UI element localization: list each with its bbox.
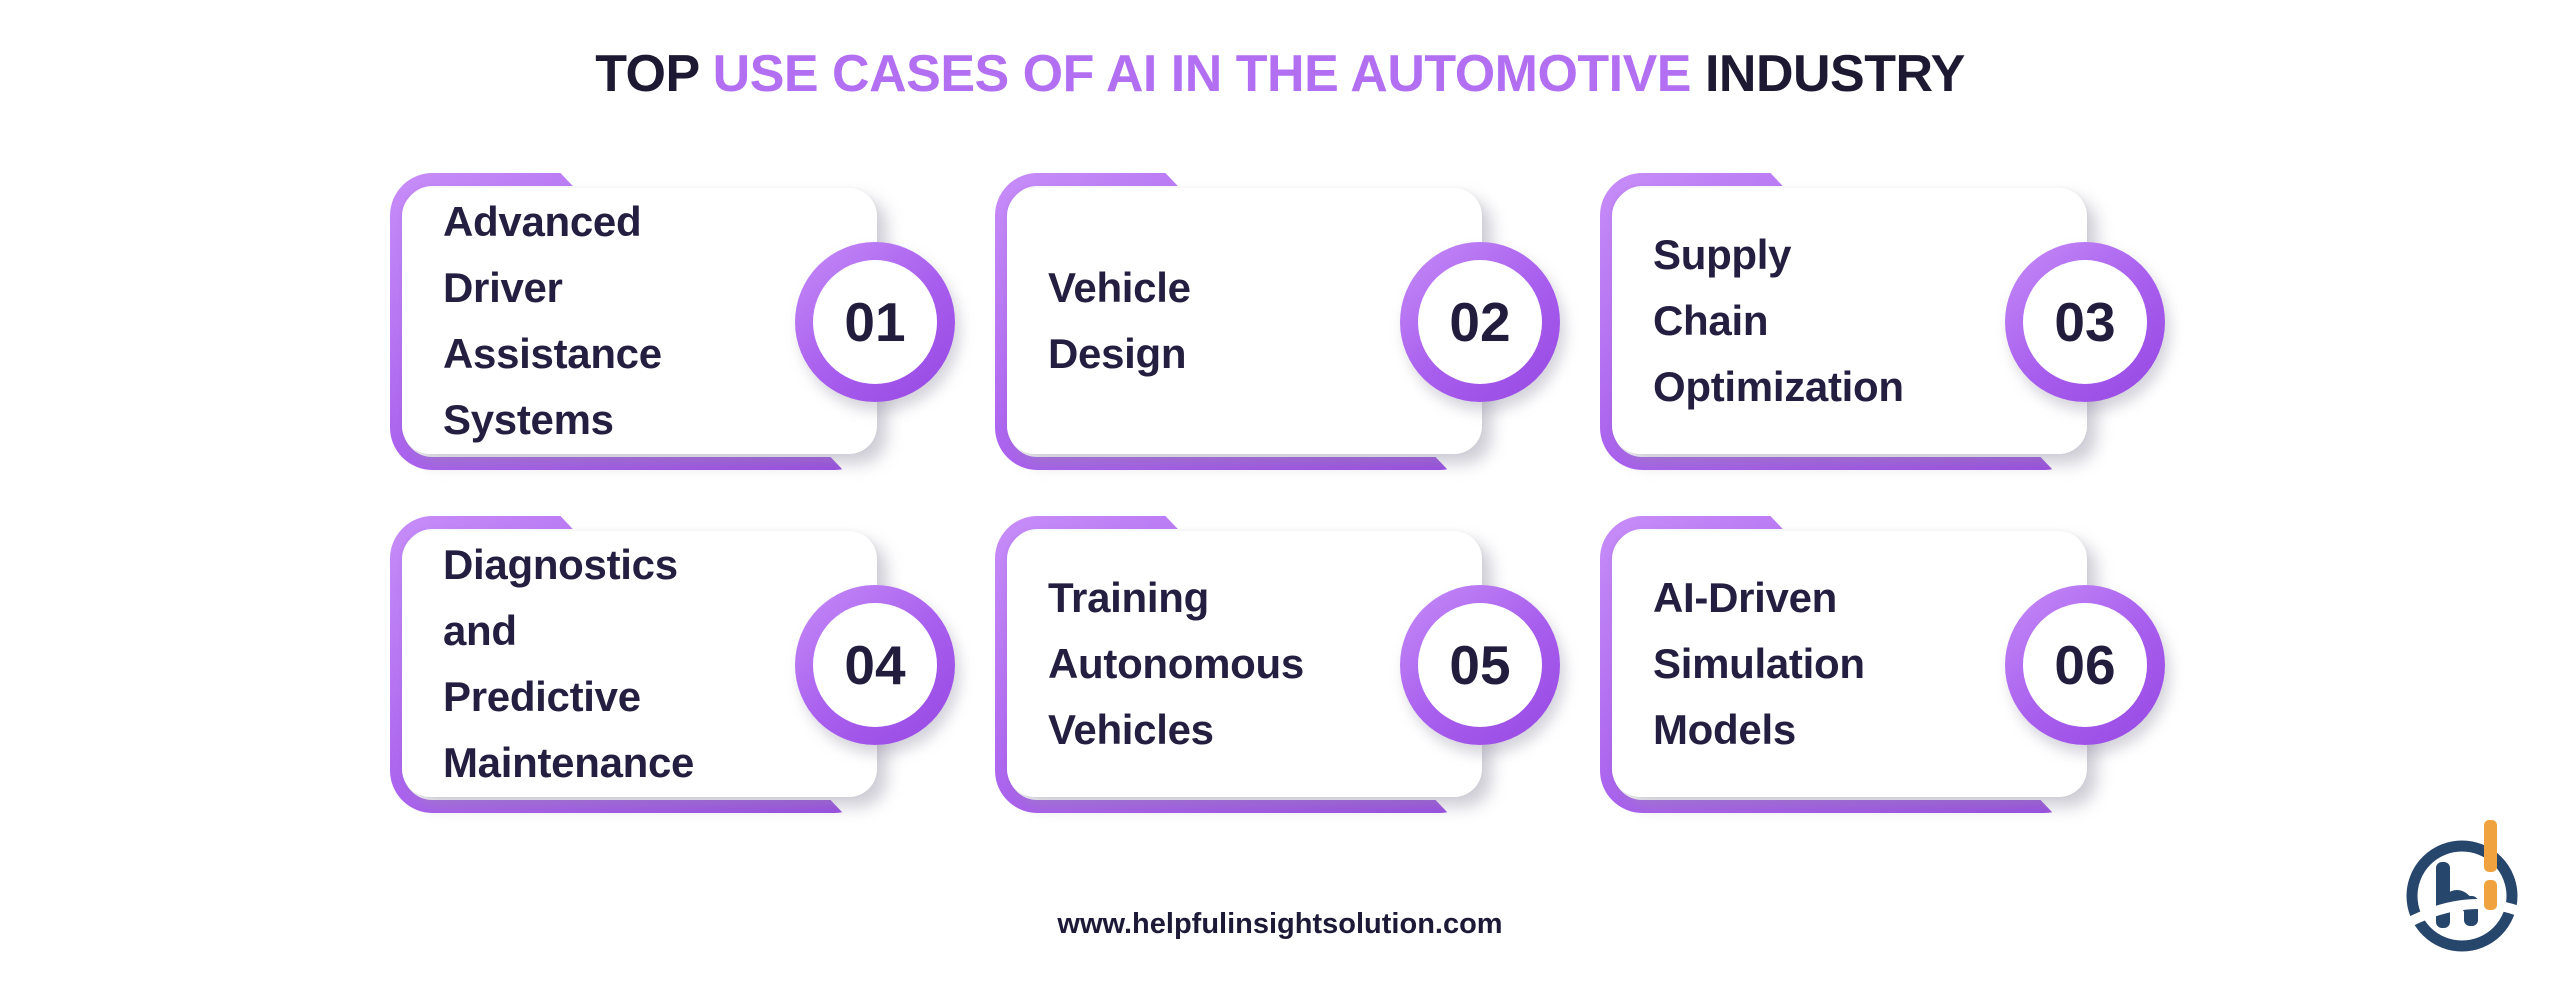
card-body: Advanced Driver Assistance Systems — [402, 188, 877, 454]
use-case-card-6: AI-Driven Simulation Models 06 — [1600, 516, 2165, 813]
card-number: 02 — [1449, 290, 1511, 353]
use-case-card-5: Training Autonomous Vehicles 05 — [995, 516, 1560, 813]
title-highlight: USE CASES OF AI IN THE AUTOMOTIVE — [712, 45, 1692, 103]
helpful-insights-logo — [2400, 820, 2532, 952]
card-body: AI-Driven Simulation Models — [1612, 531, 2087, 797]
use-case-card-2: Vehicle Design 02 — [995, 173, 1560, 470]
use-case-grid: Advanced Driver Assistance Systems 01 Ve… — [390, 173, 2165, 813]
website-url: www.helpfulinsightsolution.com — [1057, 908, 1503, 940]
card-label: Vehicle Design — [1048, 264, 1191, 377]
logo-ring — [2406, 840, 2518, 952]
card-number-badge: 02 — [1400, 241, 1560, 402]
card-label: Advanced Driver Assistance Systems — [443, 198, 662, 443]
card-label: AI-Driven Simulation Models — [1653, 574, 1865, 753]
logo-h-letter — [2436, 862, 2478, 928]
card-number: 05 — [1449, 633, 1511, 696]
card-number-badge: 03 — [2005, 241, 2165, 402]
logo-i-letter — [2484, 820, 2497, 910]
use-case-card-4: Diagnostics and Predictive Maintenance 0… — [390, 516, 955, 813]
page-title: TOP USE CASES OF AI IN THE AUTOMOTIVE IN… — [0, 44, 2560, 104]
title-suffix: INDUSTRY — [1691, 45, 1965, 103]
card-number: 04 — [844, 633, 906, 696]
use-case-card-3: Supply Chain Optimization 03 — [1600, 173, 2165, 470]
card-number: 01 — [844, 290, 906, 353]
card-number-badge: 04 — [795, 584, 955, 745]
card-number-badge: 01 — [795, 241, 955, 402]
use-case-card-1: Advanced Driver Assistance Systems 01 — [390, 173, 955, 470]
card-label: Diagnostics and Predictive Maintenance — [443, 541, 695, 786]
card-number: 03 — [2054, 290, 2116, 353]
card-number-badge: 06 — [2005, 584, 2165, 745]
card-number: 06 — [2054, 633, 2116, 696]
card-number-badge: 05 — [1400, 584, 1560, 745]
card-label: Training Autonomous Vehicles — [1048, 574, 1304, 753]
card-label: Supply Chain Optimization — [1653, 231, 1904, 410]
title-prefix: TOP — [595, 45, 713, 103]
logo-swoosh — [2400, 898, 2532, 931]
